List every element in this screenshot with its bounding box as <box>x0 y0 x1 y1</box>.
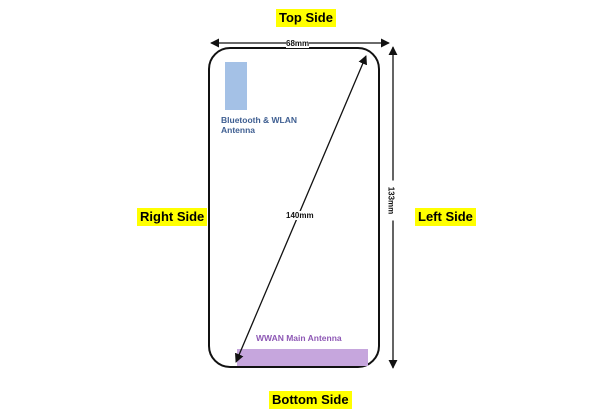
diagonal-dimension-label: 140mm <box>285 211 315 220</box>
device-outline <box>208 47 380 368</box>
width-dimension-label: 68mm <box>286 39 310 48</box>
top-side-label: Top Side <box>276 9 336 27</box>
bottom-side-label: Bottom Side <box>269 391 352 409</box>
height-dimension-label: 133mm <box>386 180 396 221</box>
left-side-label: Left Side <box>415 208 476 226</box>
diagonal-dimension-arrow <box>235 55 367 363</box>
right-side-label: Right Side <box>137 208 208 226</box>
